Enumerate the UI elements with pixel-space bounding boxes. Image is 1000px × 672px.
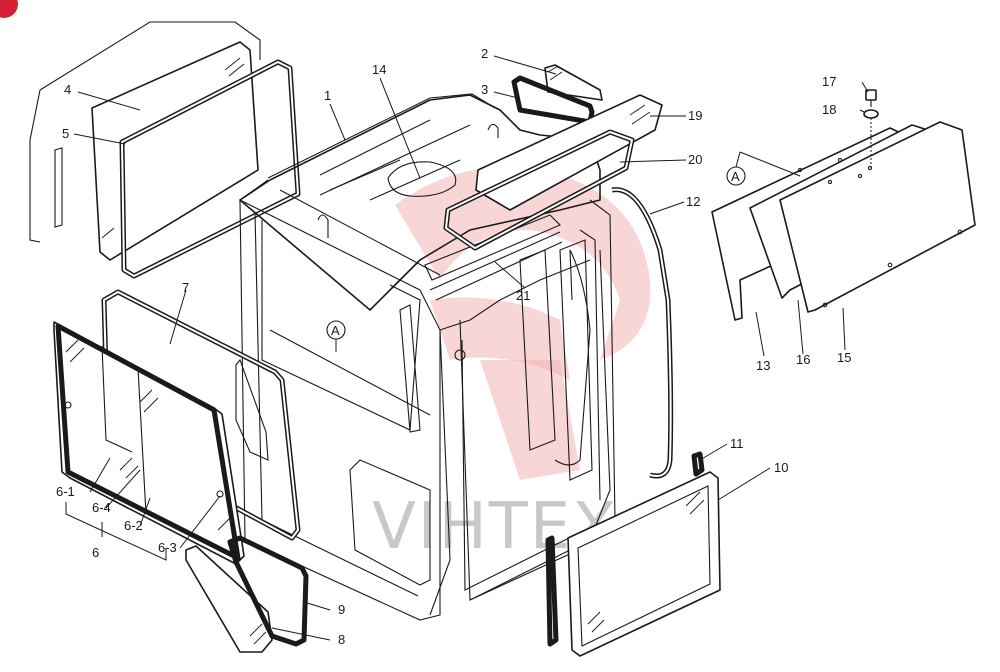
rear-glass-part-4 <box>29 21 261 261</box>
watermark-logo-icon <box>395 167 651 480</box>
callout-5: 5 <box>62 126 69 141</box>
reference-mark-a-cab-label: A <box>331 323 340 338</box>
callout-6-3: 6-3 <box>158 540 177 555</box>
front-upper-seal-part-20 <box>443 129 635 251</box>
callout-12: 12 <box>686 194 700 209</box>
callout-8: 8 <box>338 632 345 647</box>
callout-17: 17 <box>822 74 836 89</box>
upper-glass-part-2 <box>544 64 603 101</box>
lower-seal-part-11 <box>545 451 705 647</box>
upper-seal-part-3 <box>511 75 595 125</box>
lower-glass-part-10 <box>567 471 721 657</box>
callout-7: 7 <box>182 280 189 295</box>
corner-badge-icon <box>0 0 18 18</box>
callout-11: 11 <box>730 436 744 451</box>
callout-13: 13 <box>756 358 770 373</box>
front-seal-part-12 <box>554 187 674 479</box>
rear-seal-part-5 <box>119 59 301 279</box>
reference-mark-a-top: A <box>726 151 801 186</box>
fasteners-dots <box>797 157 873 185</box>
callout-6-2: 6-2 <box>124 518 143 533</box>
callout-9: 9 <box>338 602 345 617</box>
callout-14: 14 <box>372 62 386 77</box>
callout-3: 3 <box>481 82 488 97</box>
door-glass-part-6 <box>53 321 245 565</box>
small-seal-part-9 <box>227 535 309 647</box>
callout-21: 21 <box>516 288 530 303</box>
rail-part-21 <box>429 231 563 301</box>
callout-18: 18 <box>822 102 836 117</box>
callout-6-4: 6-4 <box>92 500 111 515</box>
small-glass-part-8 <box>185 545 273 653</box>
callout-6: 6 <box>92 545 99 560</box>
leader-lines <box>65 55 869 641</box>
cover-part-15 <box>779 121 976 313</box>
callout-1: 1 <box>324 88 331 103</box>
callout-10: 10 <box>774 460 788 475</box>
callout-4: 4 <box>64 82 71 97</box>
callout-15: 15 <box>837 350 851 365</box>
callout-6-1: 6-1 <box>56 484 75 499</box>
callout-20: 20 <box>688 152 702 167</box>
reference-mark-a-cab: A <box>326 320 346 352</box>
callout-19: 19 <box>688 108 702 123</box>
callout-2: 2 <box>481 46 488 61</box>
washer-part-18 <box>863 109 879 170</box>
bolt-part-17 <box>865 89 877 107</box>
callout-16: 16 <box>796 352 810 367</box>
reference-mark-a-top-label: A <box>731 169 740 184</box>
